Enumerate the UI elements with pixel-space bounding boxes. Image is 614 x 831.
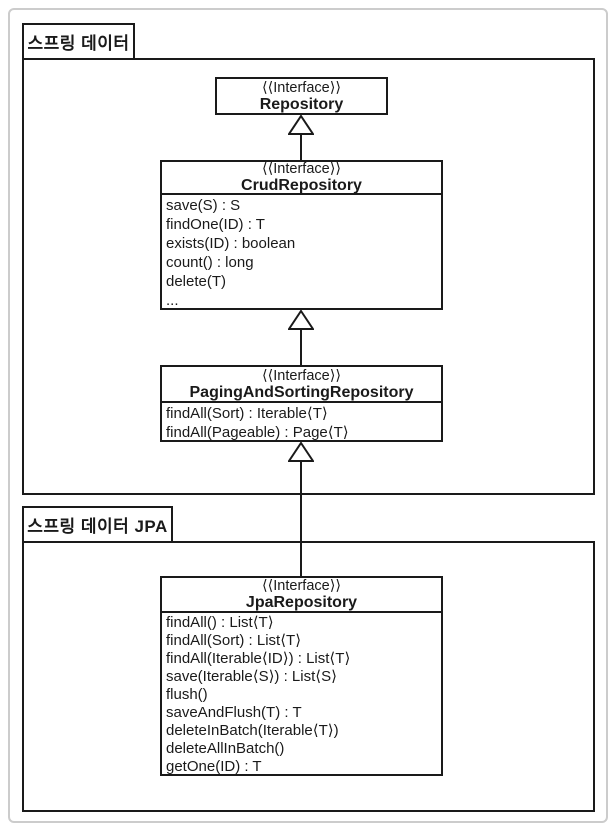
connector-line: [300, 134, 302, 161]
method: save(Iterable⟨S⟩) : List⟨S⟩: [166, 668, 337, 685]
interface-crud-repository: ⟨⟨Interface⟩⟩ CrudRepository save(S) : S…: [160, 160, 443, 310]
method: findOne(ID) : T: [166, 216, 265, 233]
interface-name: JpaRepository: [245, 594, 358, 611]
interface-paging-and-sorting-repository: ⟨⟨Interface⟩⟩ PagingAndSortingRepository…: [160, 365, 443, 442]
stereotype-label: ⟨⟨Interface⟩⟩: [261, 367, 342, 384]
package-spring-data-jpa-tab: 스프링 데이터 JPA: [22, 506, 173, 543]
method: deleteAllInBatch(): [166, 740, 285, 757]
hollow-triangle-icon: [288, 442, 314, 462]
method: ...: [166, 292, 179, 309]
package-spring-data-jpa-body: [22, 541, 595, 812]
package-spring-data-tab: 스프링 데이터: [22, 23, 135, 60]
package-spring-data-body: [22, 58, 595, 495]
method: deleteInBatch(Iterable⟨T⟩): [166, 722, 339, 739]
stereotype-label: ⟨⟨Interface⟩⟩: [261, 79, 342, 96]
method-list: findAll() : List⟨T⟩ findAll(Sort) : List…: [162, 613, 441, 776]
screenshot-frame: [8, 8, 608, 823]
method: saveAndFlush(T) : T: [166, 704, 302, 721]
method: count() : long: [166, 254, 254, 271]
connector-line: [300, 461, 302, 577]
method: save(S) : S: [166, 197, 241, 214]
method: exists(ID) : boolean: [166, 235, 296, 252]
stereotype-label: ⟨⟨Interface⟩⟩: [261, 578, 342, 594]
package-spring-data-label: 스프링 데이터: [27, 34, 130, 53]
package-spring-data-jpa-label: 스프링 데이터 JPA: [27, 517, 168, 536]
method-list: findAll(Sort) : Iterable⟨T⟩ findAll(Page…: [162, 403, 441, 442]
method: delete(T): [166, 273, 227, 290]
method-list: save(S) : S findOne(ID) : T exists(ID) :…: [162, 195, 441, 310]
hollow-triangle-icon: [288, 115, 314, 135]
connector-line: [300, 329, 302, 366]
interface-title: ⟨⟨Interface⟩⟩ PagingAndSortingRepository: [162, 367, 441, 403]
interface-jpa-repository: ⟨⟨Interface⟩⟩ JpaRepository findAll() : …: [160, 576, 443, 776]
interface-name: CrudRepository: [241, 177, 362, 194]
stereotype-label: ⟨⟨Interface⟩⟩: [261, 161, 342, 177]
method: findAll(Iterable⟨ID⟩) : List⟨T⟩: [166, 650, 351, 667]
method: getOne(ID) : T: [166, 758, 262, 775]
method: findAll(Pageable) : Page⟨T⟩: [166, 424, 349, 441]
interface-repository: ⟨⟨Interface⟩⟩ Repository: [215, 77, 388, 115]
method: findAll(Sort) : Iterable⟨T⟩: [166, 405, 328, 422]
method: findAll() : List⟨T⟩: [166, 614, 274, 631]
interface-title: ⟨⟨Interface⟩⟩ Repository: [217, 79, 386, 113]
interface-title: ⟨⟨Interface⟩⟩ JpaRepository: [162, 578, 441, 613]
method: findAll(Sort) : List⟨T⟩: [166, 632, 302, 649]
hollow-triangle-icon: [288, 310, 314, 330]
method: flush(): [166, 686, 208, 703]
interface-name: PagingAndSortingRepository: [189, 383, 414, 401]
interface-name: Repository: [259, 95, 344, 113]
interface-title: ⟨⟨Interface⟩⟩ CrudRepository: [162, 161, 441, 195]
